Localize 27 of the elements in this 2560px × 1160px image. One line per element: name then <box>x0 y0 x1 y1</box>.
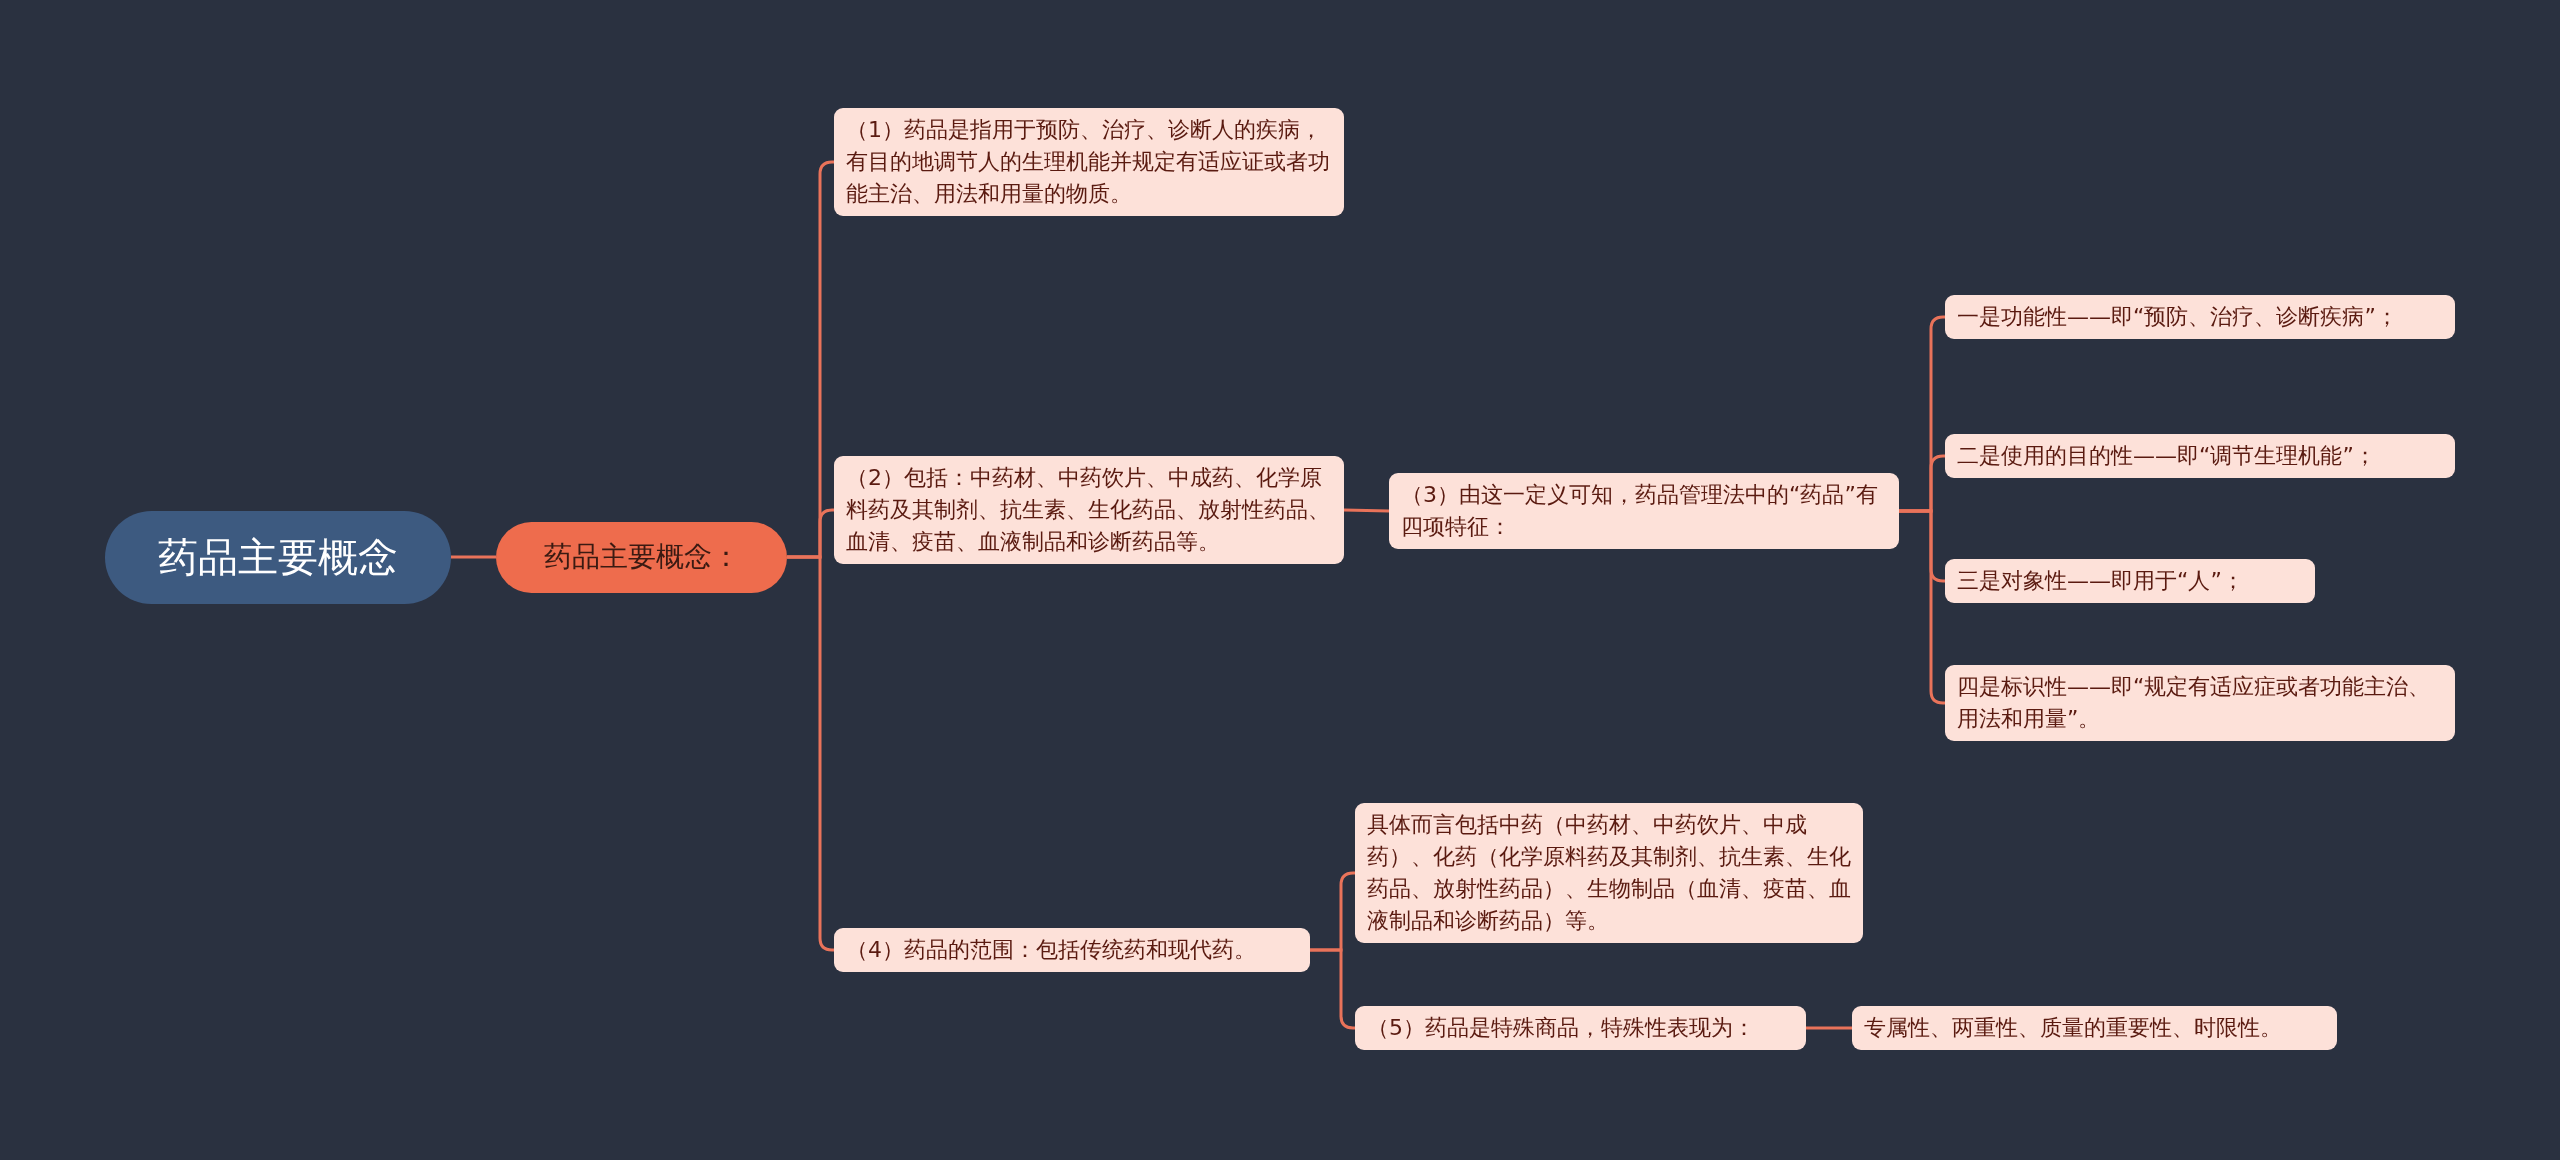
topic-text: （5）药品是特殊商品，特殊性表现为： <box>1367 1014 1755 1043</box>
subtopic-box <box>834 108 1344 216</box>
topic-text: 一是功能性——即“预防、治疗、诊断疾病”； <box>1957 303 2398 332</box>
subtopic-box <box>1355 803 1863 943</box>
subtopic-box <box>834 928 1310 972</box>
topic-text: （2）包括：中药材、中药饮片、中成药、化学原料药及其制剂、抗生素、生化药品、放射性药品、血清、疫苗、血液制品和诊断药品等。 <box>846 464 1331 556</box>
subtopic-box <box>834 456 1344 564</box>
connector-line <box>1806 1026 1852 1030</box>
topic-text: （3）由这一定义可知，药品管理法中的“药品”有四项特征： <box>1401 481 1879 541</box>
subtopic-box <box>1945 665 2455 741</box>
topic-text: 专属性、两重性、质量的重要性、时限性。 <box>1864 1014 2282 1043</box>
subtopic-box <box>1945 295 2455 339</box>
connector-line <box>1343 508 1390 513</box>
topic-text: 四是标识性——即“规定有适应症或者功能主治、用法和用量”。 <box>1957 673 2432 733</box>
topic-text: 药品主要概念 <box>158 532 398 582</box>
topic-text: 具体而言包括中药（中药材、中药饮片、中成药）、化药（化学原料药及其制剂、抗生素、生化药品、放射性药品）、生物制品（血清、疫苗、血液制品和诊断药品）等。 <box>1367 811 1851 935</box>
subtopic-box <box>1355 1006 1806 1050</box>
subtopic-box <box>1945 559 2315 603</box>
topic-text: （1）药品是指用于预防、治疗、诊断人的疾病，有目的地调节人的生理机能并规定有适应证或者功能主治、用法和用量的物质。 <box>846 116 1331 208</box>
subtopic-box <box>1945 434 2455 478</box>
topic-text: （4）药品的范围：包括传统药和现代药。 <box>846 936 1256 965</box>
subtopic-box <box>1852 1006 2337 1050</box>
topic-text: 二是使用的目的性——即“调节生理机能”； <box>1957 442 2376 471</box>
topic-text: 三是对象性——即用于“人”； <box>1957 567 2244 596</box>
subtopic-box <box>1389 473 1899 549</box>
topic-text: 药品主要概念： <box>543 539 740 575</box>
connector-line <box>451 555 496 559</box>
